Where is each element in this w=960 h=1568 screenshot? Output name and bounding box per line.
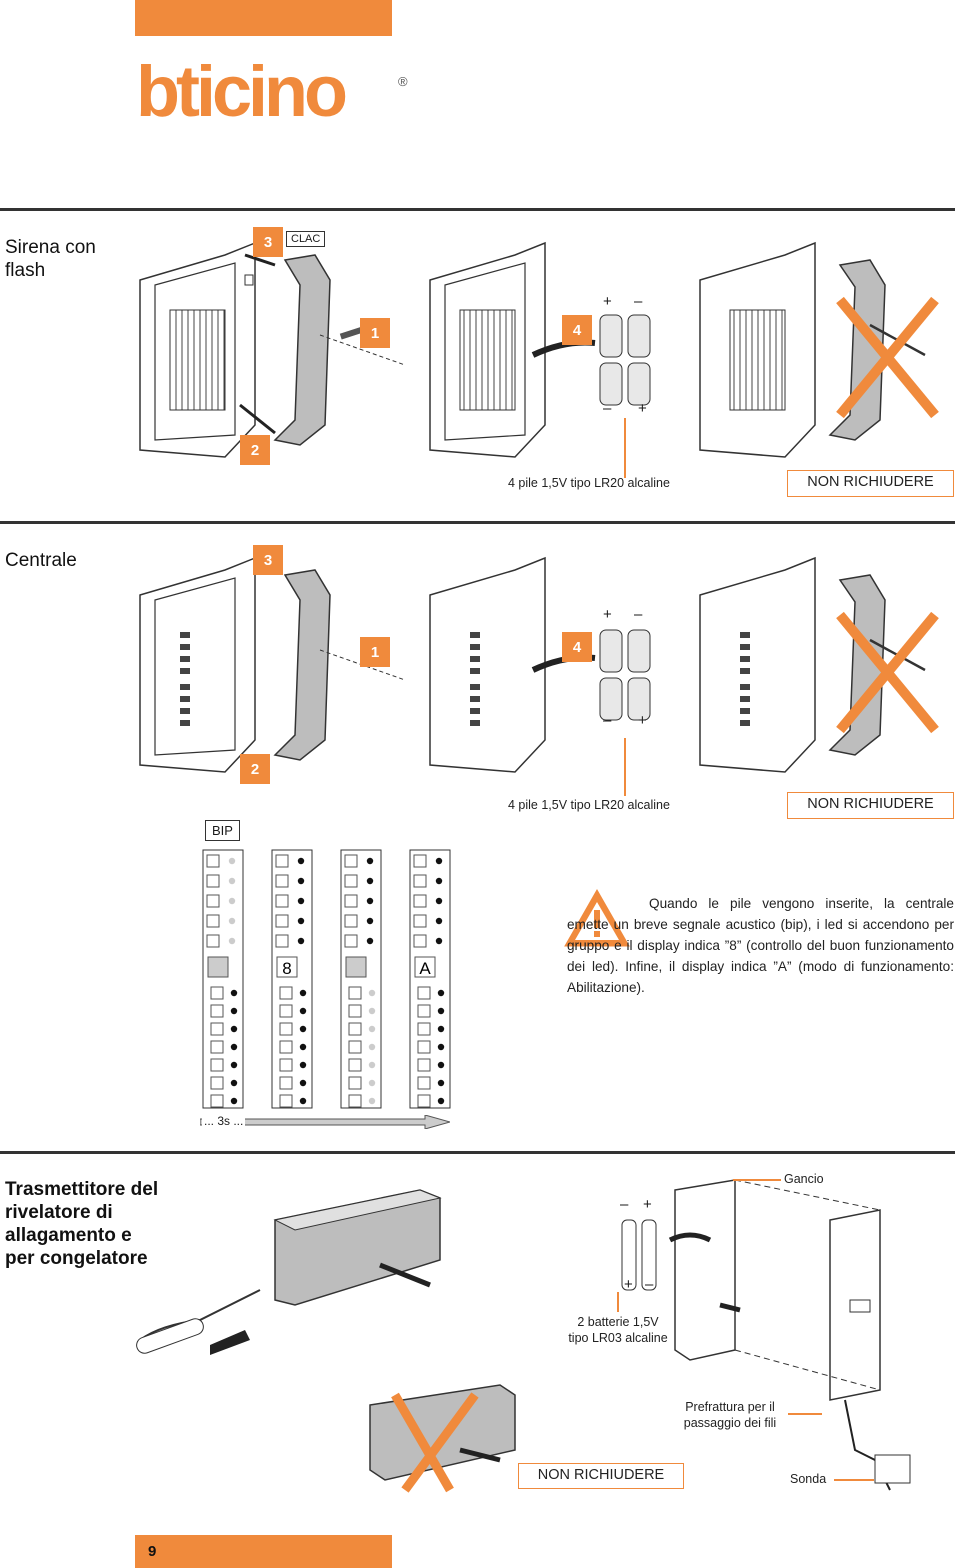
do-not-close-label: NON RICHIUDERE xyxy=(518,1463,684,1489)
step-badge-3: 3 xyxy=(253,545,283,575)
step-badge-1: 1 xyxy=(360,318,390,348)
startup-note: Quando le pile vengono inserite, la cent… xyxy=(567,893,954,998)
battery-plus-top: + xyxy=(643,1196,652,1213)
siren-device-closed-wrong xyxy=(699,241,939,458)
prebreak-callout-line xyxy=(788,1413,822,1415)
transmitter-battery-caption: 2 batterie 1,5V tipo LR03 alcaline xyxy=(568,1315,668,1345)
svg-text:®: ® xyxy=(398,74,408,89)
do-not-close-label: NON RICHIUDERE xyxy=(787,470,954,497)
step-badge-4: 4 xyxy=(562,632,592,662)
battery-minus-top: – xyxy=(634,606,643,623)
battery-minus-bottom: – xyxy=(603,400,612,417)
section-title-transmitter: Trasmettitore del rivelatore di allagame… xyxy=(5,1179,159,1269)
step-badge-2: 2 xyxy=(240,754,270,784)
step-badge-4: 4 xyxy=(562,315,592,345)
section-divider xyxy=(0,1151,955,1154)
section-divider xyxy=(0,521,955,524)
led-panel xyxy=(340,849,382,1109)
time-label: ... 3s ... xyxy=(202,1114,246,1128)
battery-caption: 4 pile 1,5V tipo LR20 alcaline xyxy=(508,476,670,490)
do-not-close-label: NON RICHIUDERE xyxy=(787,792,954,819)
siren-device-open xyxy=(139,241,406,458)
siren-device-batteries xyxy=(429,241,651,458)
hook-callout-line xyxy=(733,1179,781,1181)
probe-label: Sonda xyxy=(790,1472,827,1486)
hook-label: Gancio xyxy=(784,1172,824,1186)
header-accent-bar xyxy=(135,0,392,36)
startup-note-text: Quando le pile vengono inserite, la cent… xyxy=(567,896,954,995)
display-value: A xyxy=(419,959,431,978)
battery-minus-top: – xyxy=(634,293,643,310)
battery-plus-bottom: + xyxy=(638,712,647,729)
battery-minus-top: – xyxy=(620,1196,629,1213)
bip-label: BIP xyxy=(205,820,240,841)
callout-line xyxy=(624,418,626,478)
led-panel: 8 xyxy=(271,849,313,1109)
battery-minus-bottom: – xyxy=(645,1276,654,1293)
bticino-logo: bticino ® xyxy=(136,64,408,120)
battery-plus-top: + xyxy=(603,606,612,623)
battery-plus-top: + xyxy=(603,293,612,310)
callout-line xyxy=(624,738,626,796)
page-number: 9 xyxy=(148,1543,157,1560)
transmitter-illustration xyxy=(136,1179,911,1493)
central-illustration xyxy=(139,556,939,773)
section-divider xyxy=(0,208,955,211)
led-panel: A xyxy=(409,849,451,1109)
prebreak-label: Prefrattura per il passaggio dei fili xyxy=(683,1400,777,1430)
probe-callout-line xyxy=(834,1479,874,1481)
svg-text:bticino: bticino xyxy=(136,64,346,120)
warning-icon xyxy=(564,888,630,947)
step-badge-2: 2 xyxy=(240,435,270,465)
battery-plus-bottom: + xyxy=(624,1276,633,1293)
clac-label: CLAC xyxy=(286,231,326,247)
led-panel xyxy=(202,849,244,1109)
battery-caption: 4 pile 1,5V tipo LR20 alcaline xyxy=(508,798,670,812)
callout-line xyxy=(617,1292,619,1312)
display-value: 8 xyxy=(282,959,291,978)
battery-plus-bottom: + xyxy=(638,400,647,417)
step-badge-3: 3 xyxy=(253,227,283,257)
section-title-siren: Sirena con flash xyxy=(5,237,96,281)
battery-minus-bottom: – xyxy=(603,712,612,729)
section-title-central: Centrale xyxy=(5,550,77,571)
page-number-bar xyxy=(135,1535,392,1568)
siren-illustration xyxy=(139,241,939,458)
step-badge-1: 1 xyxy=(360,637,390,667)
